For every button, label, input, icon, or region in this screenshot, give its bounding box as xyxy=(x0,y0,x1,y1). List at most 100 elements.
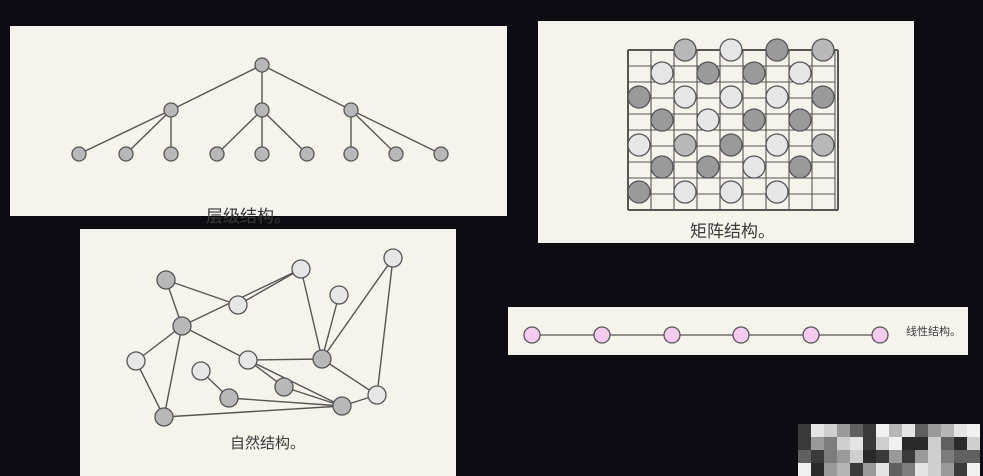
mosaic-tile xyxy=(967,450,980,463)
mosaic-tile xyxy=(889,450,902,463)
mosaic-tile xyxy=(798,450,811,463)
network-node xyxy=(172,316,192,336)
tree-edge xyxy=(261,109,308,155)
mosaic-tile xyxy=(889,424,902,437)
matrix-node xyxy=(719,38,743,62)
matrix-structure-panel: 矩阵结构。 xyxy=(538,21,914,243)
mosaic-tile xyxy=(915,463,928,476)
network-node xyxy=(191,361,211,381)
tree-branch-node xyxy=(343,102,359,118)
mosaic-tile xyxy=(811,424,824,437)
matrix-node xyxy=(742,108,766,132)
mosaic-tile xyxy=(954,450,967,463)
mosaic-tile xyxy=(863,450,876,463)
matrix-node xyxy=(673,180,697,204)
mosaic-tile xyxy=(941,450,954,463)
mosaic-tile xyxy=(850,463,863,476)
chain-node xyxy=(871,326,889,344)
matrix-node xyxy=(788,155,812,179)
tree-leaf-node xyxy=(388,146,404,162)
network-edge xyxy=(135,360,165,418)
network-edge xyxy=(283,386,343,407)
mosaic-tile xyxy=(863,437,876,450)
matrix-node xyxy=(765,180,789,204)
matrix-node xyxy=(742,61,766,85)
network-edge xyxy=(163,405,343,418)
mosaic-tile xyxy=(967,437,980,450)
chain-node xyxy=(732,326,750,344)
network-edge xyxy=(247,359,343,407)
matrix-node xyxy=(788,61,812,85)
network-edge xyxy=(321,257,394,360)
mosaic-tile xyxy=(798,437,811,450)
mosaic-tile xyxy=(928,437,941,450)
network-node xyxy=(383,248,403,268)
network-node xyxy=(156,270,176,290)
mosaic-tile xyxy=(811,450,824,463)
matrix-node xyxy=(650,155,674,179)
tree-edge xyxy=(125,109,172,155)
matrix-node xyxy=(696,108,720,132)
network-edge xyxy=(247,358,323,361)
mosaic-tile xyxy=(967,424,980,437)
chain-node xyxy=(593,326,611,344)
tree-leaf-node xyxy=(299,146,315,162)
tree-leaf-node xyxy=(209,146,225,162)
mosaic-tile xyxy=(915,437,928,450)
tree-edge xyxy=(261,64,352,111)
network-node xyxy=(329,285,349,305)
matrix-node xyxy=(650,108,674,132)
matrix-node xyxy=(811,85,835,109)
matrix-node xyxy=(811,133,835,157)
tree-leaf-node xyxy=(118,146,134,162)
network-edge xyxy=(237,268,302,306)
chain-node xyxy=(663,326,681,344)
network-edge xyxy=(163,325,183,418)
mosaic-tile xyxy=(954,437,967,450)
tree-edge xyxy=(350,109,397,155)
mosaic-tile xyxy=(954,424,967,437)
mosaic-tile xyxy=(889,437,902,450)
matrix-node xyxy=(719,180,743,204)
mosaic-tile xyxy=(863,424,876,437)
matrix-node xyxy=(811,38,835,62)
pixelated-watermark xyxy=(798,424,983,476)
matrix-node xyxy=(673,85,697,109)
network-edge xyxy=(321,358,378,396)
matrix-node xyxy=(627,133,651,157)
tree-edge xyxy=(78,109,172,155)
mosaic-tile xyxy=(837,463,850,476)
mosaic-tile xyxy=(902,424,915,437)
linear-caption: 线性结构。 xyxy=(906,325,961,338)
tree-branch-node xyxy=(254,102,270,118)
network-edge xyxy=(165,279,239,306)
mosaic-tile xyxy=(824,424,837,437)
network-edge xyxy=(181,325,249,361)
mosaic-tile xyxy=(889,463,902,476)
tree-leaf-node xyxy=(71,146,87,162)
network-node xyxy=(367,385,387,405)
matrix-node xyxy=(765,38,789,62)
matrix-node xyxy=(719,85,743,109)
mosaic-tile xyxy=(928,450,941,463)
mosaic-tile xyxy=(876,424,889,437)
mosaic-tile xyxy=(928,463,941,476)
network-node xyxy=(154,407,174,427)
chain-node xyxy=(523,326,541,344)
matrix-node xyxy=(696,61,720,85)
mosaic-tile xyxy=(850,424,863,437)
network-node xyxy=(312,349,332,369)
mosaic-tile xyxy=(876,463,889,476)
mosaic-tile xyxy=(902,437,915,450)
mosaic-tile xyxy=(824,437,837,450)
mosaic-tile xyxy=(915,450,928,463)
network-node xyxy=(228,295,248,315)
mosaic-tile xyxy=(798,463,811,476)
tree-leaf-node xyxy=(433,146,449,162)
tree-leaf-node xyxy=(254,146,270,162)
matrix-node xyxy=(673,38,697,62)
matrix-node xyxy=(765,133,789,157)
hierarchical-tree-diagram xyxy=(71,57,449,162)
mosaic-tile xyxy=(967,463,980,476)
matrix-node xyxy=(788,108,812,132)
